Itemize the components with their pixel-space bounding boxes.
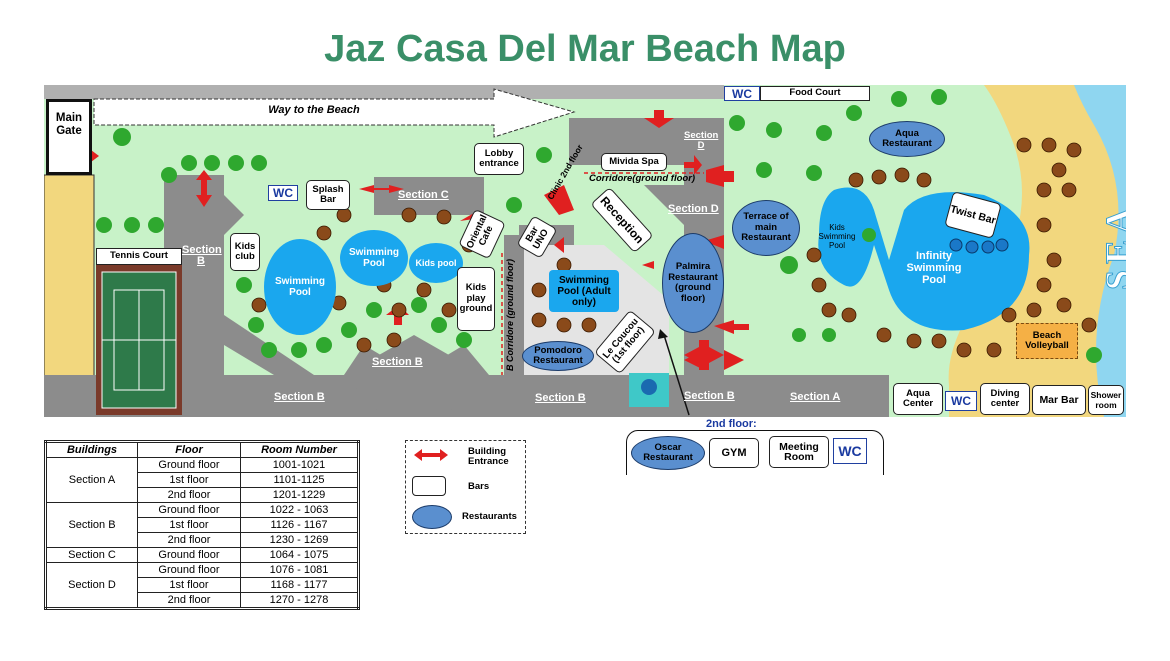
room-cell: 1168 - 1177: [240, 577, 359, 593]
palmira-restaurant: Palmira Restaurant (ground floor): [662, 233, 724, 333]
section-d-label: Section D: [668, 203, 719, 215]
floor-cell: 1st floor: [137, 472, 241, 488]
section-name: Section C: [45, 547, 138, 563]
pomodoro-restaurant: Pomodoro Restaurant: [522, 341, 594, 371]
legend-entrance-label: Building Entrance: [468, 446, 509, 467]
legend-restaurants-label: Restaurants: [462, 511, 517, 522]
table-row: Section C Ground floor 1064 - 1075: [45, 547, 359, 563]
wc-section-c: WC: [268, 185, 298, 201]
section-b-right-label: Section B: [684, 390, 735, 402]
splash-bar: Splash Bar: [306, 180, 350, 210]
table-header-row: Buildings Floor Room Number: [45, 441, 359, 458]
section-name: Section D: [45, 562, 138, 609]
room-cell: 1022 - 1063: [240, 502, 359, 518]
food-court: Food Court: [760, 86, 870, 101]
kids-club: Kids club: [230, 233, 260, 271]
table-row: Section B Ground floor 1022 - 1063: [45, 502, 359, 548]
section-a-label: Section A: [790, 391, 841, 403]
main-gate-label: Main Gate: [55, 112, 83, 137]
floor-cell: 1st floor: [137, 577, 241, 593]
room-cell: 1064 - 1075: [240, 547, 359, 563]
kids-swimming-pool-label: Kids Swimming Pool: [818, 223, 856, 250]
mar-bar: Mar Bar: [1032, 385, 1086, 415]
wc-second-floor: WC: [833, 438, 867, 464]
room-cell: 1230 - 1269: [240, 532, 359, 548]
sea-label: SEA: [1098, 201, 1126, 291]
kids-playground: Kids play ground: [457, 267, 495, 331]
floor-cell: 2nd floor: [137, 592, 241, 609]
header-room-number: Room Number: [240, 441, 359, 458]
shower-room: Shower room: [1088, 385, 1124, 415]
floor-cell: 2nd floor: [137, 487, 241, 503]
oscar-restaurant: Oscar Restaurant: [631, 436, 705, 470]
floor-cell: Ground floor: [137, 547, 241, 563]
lobby-entrance: Lobby entrance: [474, 143, 524, 175]
room-table: Buildings Floor Room Number Section A Gr…: [44, 440, 360, 610]
room-cell: 1126 - 1167: [240, 517, 359, 533]
legend-bars-label: Bars: [468, 481, 490, 492]
aqua-restaurant: Aqua Restaurant: [869, 121, 945, 157]
floor-cell: Ground floor: [137, 457, 241, 473]
room-cell: 1201-1229: [240, 487, 359, 503]
meeting-room: Meeting Room: [769, 436, 829, 468]
room-cell: 1001-1021: [240, 457, 359, 473]
resort-map: Main Gate Way to the Beach WC Food Court…: [44, 85, 1126, 417]
second-floor-label: 2nd floor:: [706, 418, 757, 430]
table-row: 2nd floor 1230 - 1269: [46, 532, 359, 548]
gym: GYM: [709, 438, 759, 468]
table-row: Section A Ground floor 1001-1021: [45, 457, 359, 503]
table-row: 1st floor 1126 - 1167: [46, 517, 359, 533]
floor-cell: Ground floor: [137, 562, 241, 578]
swimming-pool-2: Swimming Pool: [340, 230, 408, 286]
mivida-spa: Mivida Spa: [601, 153, 667, 171]
corridor-b-label: B Corridore (ground floor): [505, 259, 515, 371]
section-b-bottom-label: Section B: [274, 391, 325, 403]
infinity-pool-label: Infinity Swimming Pool: [906, 250, 962, 286]
section-c-label: Section C: [398, 189, 449, 201]
legend: Building Entrance Bars Restaurants: [405, 440, 526, 534]
room-cell: 1101-1125: [240, 472, 359, 488]
floor-cell: Ground floor: [137, 502, 241, 518]
floor-cell: 1st floor: [137, 517, 241, 533]
section-name: Section A: [45, 457, 138, 503]
aqua-center: Aqua Center: [893, 383, 943, 415]
section-name: Section B: [45, 502, 138, 548]
adult-pool: Swimming Pool (Adult only): [549, 270, 619, 312]
page-title: Jaz Casa Del Mar Beach Map: [324, 28, 846, 70]
second-floor-panel: [626, 430, 884, 475]
wc-beach: WC: [945, 391, 977, 411]
entrance-arrow-icon: [414, 449, 448, 461]
main-gate: Main Gate: [46, 99, 92, 175]
header-buildings: Buildings: [45, 441, 138, 458]
kids-pool: Kids pool: [409, 243, 463, 283]
diving-center: Diving center: [980, 383, 1030, 415]
table-row: 1st floor 1168 - 1177: [46, 577, 359, 593]
legend-bar-swatch: [412, 476, 446, 496]
room-cell: 1270 - 1278: [240, 592, 359, 609]
section-b-center-label: Section B: [535, 392, 586, 404]
tennis-court-label: Tennis Court: [96, 248, 182, 265]
beach-volleyball: Beach Volleyball: [1016, 323, 1078, 359]
section-b-mid-label: Section B: [372, 356, 423, 368]
way-to-beach-label: Way to the Beach: [268, 104, 360, 116]
section-d-top-label: Section D: [684, 130, 719, 151]
header-floor: Floor: [137, 441, 241, 458]
terrace-main-restaurant: Terrace of main Restaurant: [732, 200, 800, 256]
table-row: 2nd floor 1270 - 1278: [46, 592, 359, 609]
room-cell: 1076 - 1081: [240, 562, 359, 578]
legend-restaurant-swatch: [412, 505, 452, 529]
table-row: Section D Ground floor 1076 - 1081: [45, 562, 359, 609]
floor-cell: 2nd floor: [137, 532, 241, 548]
wc-top: WC: [724, 86, 760, 101]
swimming-pool-1: Swimming Pool: [264, 239, 336, 335]
section-b-left-label: Section B: [182, 244, 222, 267]
corridor-ground-label: Corridore(ground floor): [589, 173, 696, 184]
